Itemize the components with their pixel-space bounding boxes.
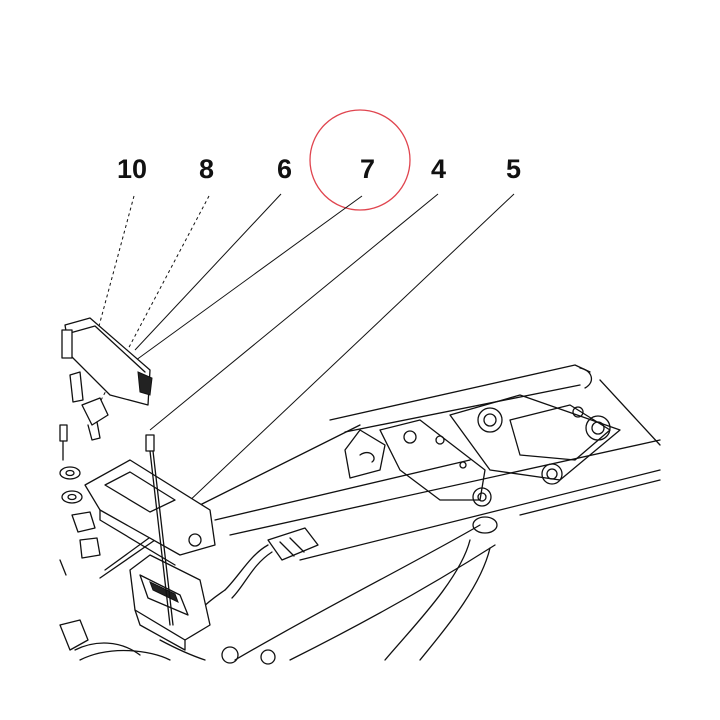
leader-7 [131, 195, 363, 364]
callout-7[interactable]: 7 [360, 154, 375, 184]
callout-10[interactable]: 10 [117, 154, 147, 184]
mounting-plate [84, 459, 216, 566]
wiring-connector [199, 527, 319, 611]
leader-5 [184, 193, 515, 506]
frame-rails [199, 364, 661, 665]
fasteners [59, 424, 174, 626]
callout-4[interactable]: 4 [431, 154, 446, 184]
callout-6[interactable]: 6 [277, 154, 292, 184]
highlight-circle [309, 109, 411, 211]
fuse-box [61, 317, 153, 441]
leader-6 [134, 193, 282, 351]
callout-5[interactable]: 5 [506, 154, 521, 184]
leader-4 [149, 193, 439, 431]
callout-8[interactable]: 8 [199, 154, 214, 184]
leader-lines [91, 193, 515, 506]
